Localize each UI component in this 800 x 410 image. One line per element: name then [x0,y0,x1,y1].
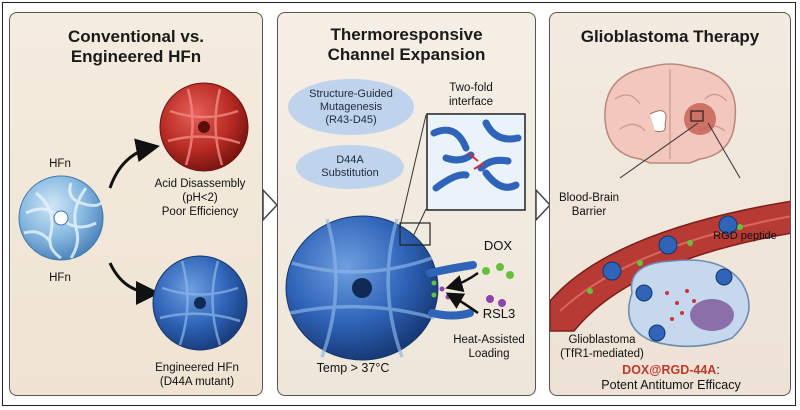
gbm-line1: Glioblastoma [568,334,636,346]
dox-rgd-colon: : [716,363,720,377]
blood-vessel-icon [550,200,790,332]
eng-line1: Engineered HFn [155,362,239,374]
acid-line1: Acid Disassembly [154,178,246,190]
chevron-right-icon [535,188,552,222]
rsl3-molecules [486,295,506,307]
twofold-line1: Two-fold [449,82,493,94]
bbb-line1: Blood-Brain [558,192,620,204]
gbm-line2: (TfR1-mediated) [560,348,644,360]
pill1-line3: (R43-D45) [325,113,377,126]
ferritin-cage-icon [159,82,249,172]
zoom-lines [397,114,427,244]
interface-inset [426,113,526,211]
ferritin-cage-icon [18,175,104,261]
ferritin-cage-icon [152,255,248,351]
heat-line1: Heat-Assisted [453,334,525,346]
dox-rgd-name: DOX@RGD-44A [622,363,717,377]
panel-thermoresponsive: Thermoresponsive Channel Expansion Struc… [277,12,536,396]
mutagenesis-pill: Structure-Guided Mutagenesis (R43-D45) [288,79,414,135]
panel1-title-line2: Engineered HFn [70,47,202,66]
rgd-label: RGD peptide [713,230,777,242]
dox-label: DOX [483,238,513,253]
channel-strands [426,261,477,320]
tumor-cell-icon [628,259,750,348]
acid-line3: Poor Efficiency [161,206,239,218]
hfn-label-bottom: HFn [49,272,71,284]
pill1-line1: Structure-Guided [309,87,393,100]
rsl3-label: RSL3 [482,306,516,321]
acid-line2: (pH<2) [182,192,218,204]
panel-conventional-vs-engineered: Conventional vs. Engineered HFn HFn HFn [9,12,263,396]
panel2-title-line2: Channel Expansion [327,45,486,64]
chevron-right-icon [262,188,279,222]
pill1-line2: Mutagenesis [319,100,383,113]
panel2-title-line1: Thermoresponsive [330,25,483,44]
dox-molecules [482,263,514,279]
arrow-icon [445,271,479,315]
panel-glioblastoma-therapy: Glioblastoma Therapy Blood-Brain Barrier… [549,12,791,396]
heat-line2: Loading [468,348,510,360]
brain-icon [604,63,737,164]
potent-label: Potent Antitumor Efficacy [601,378,741,392]
bbb-line2: Barrier [571,206,607,218]
twofold-line2: interface [448,96,494,108]
temp-label: Temp > 37°C [316,361,390,375]
dox-rgd-line: DOX@RGD-44A: [550,363,790,377]
zoom-lines [619,122,741,179]
panel1-title-line1: Conventional vs. [67,27,205,46]
hfn-label-top: HFn [49,158,71,170]
eng-line2: (D44A mutant) [159,376,235,388]
panel3-title: Glioblastoma Therapy [580,27,760,46]
ferritin-cage-icon [285,215,439,361]
arrow-icon [108,138,160,305]
pill2-line1: D44A [336,154,364,166]
pill2-line2: Substitution [321,167,379,179]
substitution-pill: D44A Substitution [296,145,404,189]
